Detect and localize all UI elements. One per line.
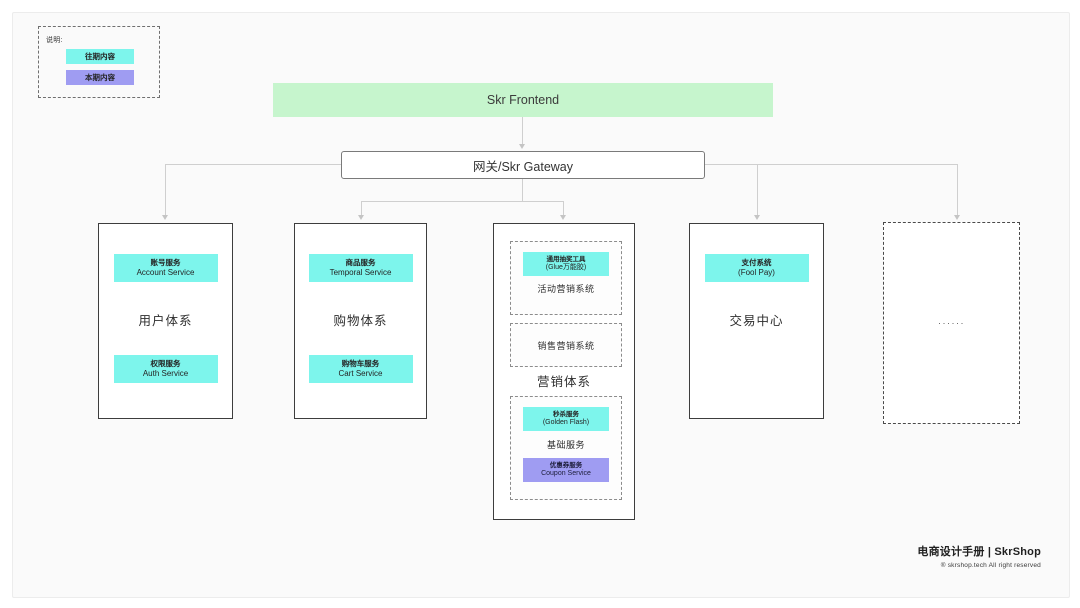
subsystem-basic-service[interactable]: 秒杀服务 (Golden Flash) 基础服务 优惠券服务 Coupon Se… xyxy=(510,396,622,500)
service-auth-cn: 权限服务 xyxy=(150,358,181,368)
service-cart[interactable]: 购物车服务 Cart Service xyxy=(308,355,413,383)
service-golden-flash-en: (Golden Flash) xyxy=(542,418,590,426)
connector-drop-marketing xyxy=(563,201,564,217)
service-golden-flash-cn: 秒杀服务 xyxy=(553,411,579,419)
node-skr-gateway[interactable]: 网关/Skr Gateway xyxy=(341,151,705,179)
domain-placeholder[interactable]: ······ xyxy=(883,222,1020,424)
service-coupon-en: Coupon Service xyxy=(541,469,591,477)
subsystem-activity-marketing[interactable]: 通用抽奖工具 (Glue万能胶) 活动营销系统 xyxy=(510,241,622,315)
arrowhead-gateway xyxy=(519,144,525,149)
arrowhead-marketing xyxy=(560,215,566,220)
service-account-en: Account Service xyxy=(136,267,195,277)
domain-trade[interactable]: 支付系统 (Fool Pay) 交易中心 xyxy=(689,223,824,419)
arrowhead-user xyxy=(162,215,168,220)
domain-shopping-title: 购物体系 xyxy=(333,314,388,328)
connector-drop-etc xyxy=(957,164,958,217)
service-fool-pay-cn: 支付系统 xyxy=(741,257,772,267)
node-skr-frontend[interactable]: Skr Frontend xyxy=(273,83,773,117)
service-golden-flash[interactable]: 秒杀服务 (Golden Flash) xyxy=(523,407,609,431)
connector-drop-shopping xyxy=(361,201,362,217)
connector-bus-inner xyxy=(361,201,563,202)
legend-chip-previous: 往期内容 xyxy=(66,49,134,64)
service-auth-en: Auth Service xyxy=(142,368,189,378)
service-account[interactable]: 账号服务 Account Service xyxy=(113,254,218,282)
service-temporal-cn: 商品服务 xyxy=(345,257,376,267)
domain-trade-title: 交易中心 xyxy=(729,314,784,328)
domain-marketing-title: 营销体系 xyxy=(536,375,591,389)
footer: 电商设计手册 | SkrShop ® skrshop.tech All righ… xyxy=(917,543,1041,569)
service-glue-en: (Glue万能胶) xyxy=(545,263,587,271)
domain-marketing[interactable]: 通用抽奖工具 (Glue万能胶) 活动营销系统 销售营销系统 营销体系 秒杀服务… xyxy=(493,223,635,520)
legend-chip-current: 本期内容 xyxy=(66,70,134,85)
diagram-canvas: 说明: 往期内容 本期内容 Skr Frontend 网关/Skr Gatewa… xyxy=(12,12,1070,598)
connector-bus-right xyxy=(705,164,958,165)
service-glue-cn: 通用抽奖工具 xyxy=(546,256,586,264)
legend-title: 说明: xyxy=(46,37,63,44)
footer-title: 电商设计手册 | SkrShop xyxy=(917,546,1041,558)
subsystem-sales-marketing[interactable]: 销售营销系统 xyxy=(510,323,622,367)
service-glue[interactable]: 通用抽奖工具 (Glue万能胶) xyxy=(523,252,609,276)
service-cart-en: Cart Service xyxy=(338,368,383,378)
service-coupon[interactable]: 优惠券服务 Coupon Service xyxy=(523,458,609,482)
domain-user-title: 用户体系 xyxy=(138,314,193,328)
service-auth[interactable]: 权限服务 Auth Service xyxy=(113,355,218,383)
connector-drop-user xyxy=(165,164,166,217)
arrowhead-shopping xyxy=(358,215,364,220)
service-fool-pay[interactable]: 支付系统 (Fool Pay) xyxy=(704,254,809,282)
footer-copyright: ® skrshop.tech All right reserved xyxy=(940,562,1041,569)
arrowhead-trade xyxy=(754,215,760,220)
subsystem-sales-title: 销售营销系统 xyxy=(537,341,595,351)
service-fool-pay-en: (Fool Pay) xyxy=(738,267,775,277)
service-cart-cn: 购物车服务 xyxy=(341,358,380,368)
service-temporal[interactable]: 商品服务 Temporal Service xyxy=(308,254,413,282)
service-account-cn: 账号服务 xyxy=(150,257,181,267)
connector-bus-left xyxy=(165,164,341,165)
subsystem-basic-title: 基础服务 xyxy=(546,440,585,450)
placeholder-ellipsis: ······ xyxy=(938,318,965,328)
connector-frontend-gateway xyxy=(522,117,523,146)
service-coupon-cn: 优惠券服务 xyxy=(549,462,583,470)
service-temporal-en: Temporal Service xyxy=(329,267,392,277)
domain-shopping[interactable]: 商品服务 Temporal Service 购物体系 购物车服务 Cart Se… xyxy=(294,223,427,419)
subsystem-activity-title: 活动营销系统 xyxy=(537,284,595,294)
domain-user[interactable]: 账号服务 Account Service 用户体系 权限服务 Auth Serv… xyxy=(98,223,233,419)
connector-gateway-down xyxy=(522,179,523,201)
connector-drop-trade xyxy=(757,164,758,217)
arrowhead-etc xyxy=(954,215,960,220)
